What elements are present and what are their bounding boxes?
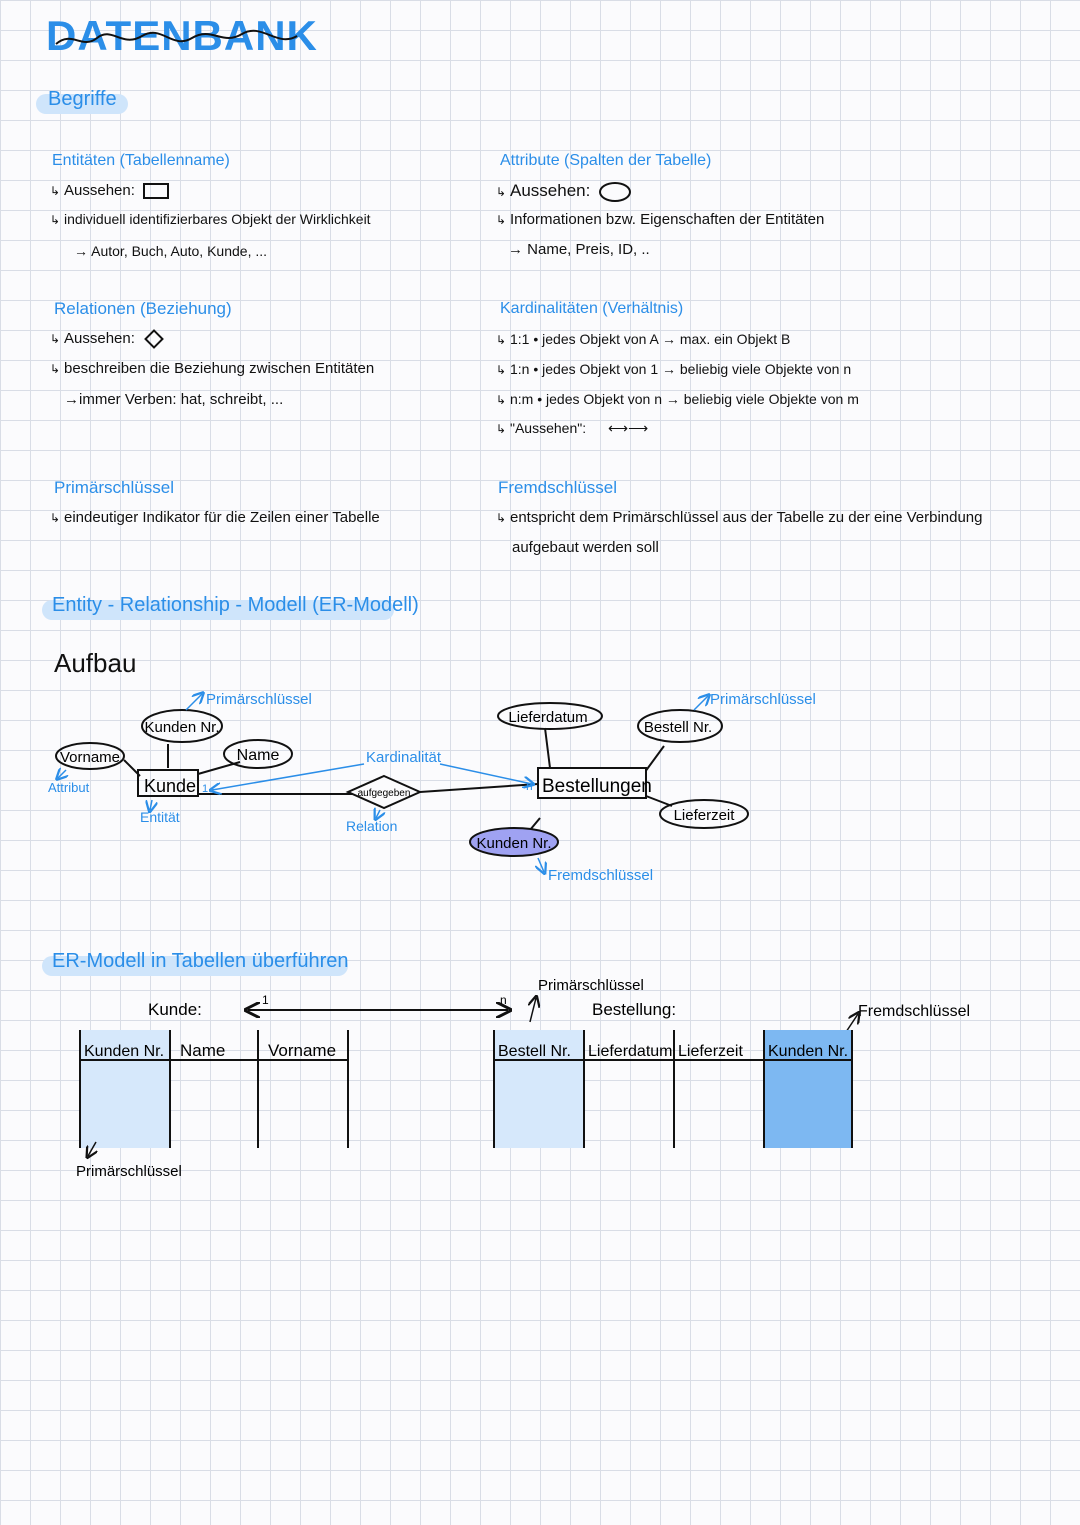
tabellen-highlight: [42, 956, 348, 976]
relationen-line2: →immer Verben: hat, schreibt, ...: [64, 391, 284, 408]
bestellung-col-bestellnr: Bestell Nr.: [498, 1043, 571, 1060]
relation-bestellungen-line: [419, 783, 539, 793]
kardinalitaeten-line2: ↳1:n • jedes Objekt von 1 → beliebig vie…: [496, 361, 852, 377]
cardinality-one: 1: [202, 783, 208, 795]
kunde-table-label: Kunde:: [148, 1000, 202, 1019]
attribute-aussehen: ↳Aussehen:: [496, 181, 632, 202]
bestellung-col-kundennr: Kunden Nr.: [768, 1043, 848, 1060]
aufgegeben-text: aufgegeben: [358, 788, 411, 799]
kunden-nr-text: Kunden Nr.: [144, 719, 219, 736]
kardinalitaet-label: Kardinalität: [366, 749, 442, 766]
bestell-nr-attribute: [637, 709, 723, 743]
fk-kunden-nr-attribute: [469, 827, 559, 857]
fremdschluessel-line1: ↳entspricht dem Primärschlüssel aus der …: [496, 509, 983, 526]
fk-kunden-nr-text: Kunden Nr.: [476, 835, 551, 852]
vorname-attribute: [55, 742, 125, 770]
bestellungen-fk-line: [529, 817, 541, 831]
diamond-icon: [144, 329, 164, 349]
bestellungen-lieferzeit-line: [645, 795, 673, 807]
er-diagram: Kunden Nr. Primärschlüssel Vorname Attri…: [48, 680, 816, 884]
lieferzeit-attribute: [659, 799, 749, 829]
kardinalitaeten-line4: ↳"Aussehen": ⟷⟶: [496, 420, 649, 436]
begriffe-heading: Begriffe: [48, 88, 117, 110]
bestellung-pk-column-fill: [494, 1030, 584, 1148]
title-scribble: [55, 29, 298, 45]
relationen-heading: Relationen (Beziehung): [54, 299, 232, 318]
attribute-heading: Attribute (Spalten der Tabelle): [500, 152, 712, 169]
bestellungen-text: Bestellungen: [542, 776, 652, 797]
er-tables: Kunde: 1 n Primärschlüssel Bestellung: F…: [76, 977, 970, 1180]
primaerschluessel-bottom-label: Primärschlüssel: [76, 1163, 182, 1180]
entitaeten-line1: ↳individuell identifizierbares Objekt de…: [50, 211, 371, 227]
primaerschluessel-heading: Primärschlüssel: [54, 478, 174, 497]
lieferdatum-text: Lieferdatum: [508, 709, 587, 726]
primaerschluessel-top-label: Primärschlüssel: [538, 977, 644, 994]
begriffe-highlight: [36, 94, 128, 114]
lieferdatum-attribute: [497, 702, 603, 730]
fremdschluessel-heading: Fremdschlüssel: [498, 478, 618, 497]
bestellung-col-lieferdatum: Lieferdatum: [588, 1043, 673, 1060]
name-text: Name: [237, 747, 280, 764]
kunde-col-name: Name: [180, 1041, 225, 1060]
double-arrow-icon: ⟷⟶: [608, 420, 649, 436]
tables-n: n: [500, 993, 507, 1007]
kardinalitaeten-heading: Kardinalitäten (Verhältnis): [500, 300, 684, 317]
kardinalitaeten-line3: ↳n:m • jedes Objekt von n → beliebig vie…: [496, 391, 859, 407]
bestell-nr-text: Bestell Nr.: [644, 719, 712, 736]
kunde-col-vorname: Vorname: [268, 1041, 336, 1060]
primaerschluessel-left-label: Primärschlüssel: [206, 691, 312, 708]
attribut-label: Attribut: [48, 780, 90, 795]
vorname-text: Vorname: [60, 749, 120, 766]
rectangle-icon: [143, 183, 170, 200]
bestellung-col-lieferzeit: Lieferzeit: [678, 1043, 743, 1060]
entitaeten-aussehen: ↳Aussehen:: [50, 182, 170, 200]
fremdschluessel-label: Fremdschlüssel: [548, 867, 653, 884]
name-attribute: [223, 739, 293, 769]
bestellungen-entity: [537, 767, 647, 799]
relation-label: Relation: [346, 818, 397, 834]
kunde-text: Kunde: [144, 776, 196, 796]
tabellen-heading: ER-Modell in Tabellen überführen: [52, 950, 349, 972]
tables-one: 1: [262, 993, 269, 1007]
bestellungen-lieferdatum-line: [544, 727, 551, 769]
kunde-col-kundennr: Kunden Nr.: [84, 1043, 164, 1060]
primaerschluessel-line1: ↳eindeutiger Indikator für die Zeilen ei…: [50, 509, 380, 526]
entitaet-label: Entität: [140, 809, 180, 825]
relationen-aussehen: ↳Aussehen:: [50, 329, 164, 349]
attribute-line1: ↳Informationen bzw. Eigenschaften der En…: [496, 211, 825, 228]
er-modell-heading: Entity - Relationship - Modell (ER-Model…: [52, 594, 419, 616]
primaerschluessel-right-label: Primärschlüssel: [710, 691, 816, 708]
er-modell-highlight: [42, 600, 394, 620]
ellipse-icon: [599, 181, 632, 202]
kunde-entity: [137, 769, 199, 797]
bestellung-fk-column-fill: [764, 1030, 852, 1148]
kunden-nr-attribute: [141, 709, 223, 743]
cardinality-n: n: [526, 779, 533, 793]
kunde-pk-column-fill: [80, 1030, 170, 1148]
relationen-line1: ↳beschreiben die Beziehung zwischen Enti…: [50, 360, 375, 377]
entitaeten-heading: Entitäten (Tabellenname): [52, 152, 230, 169]
kardinalitaeten-line1: ↳1:1 • jedes Objekt von A → max. ein Obj…: [496, 331, 791, 347]
entitaeten-line2: → Autor, Buch, Auto, Kunde, ...: [74, 243, 268, 259]
bestellung-table-label: Bestellung:: [592, 1000, 676, 1019]
attribute-line2: → Name, Preis, ID, ..: [508, 241, 650, 258]
fremdschluessel-line2: aufgebaut werden soll: [512, 539, 659, 556]
aufbau-heading: Aufbau: [54, 648, 137, 678]
lieferzeit-text: Lieferzeit: [674, 807, 736, 824]
fremdschluessel-table-label: Fremdschlüssel: [858, 1003, 970, 1020]
